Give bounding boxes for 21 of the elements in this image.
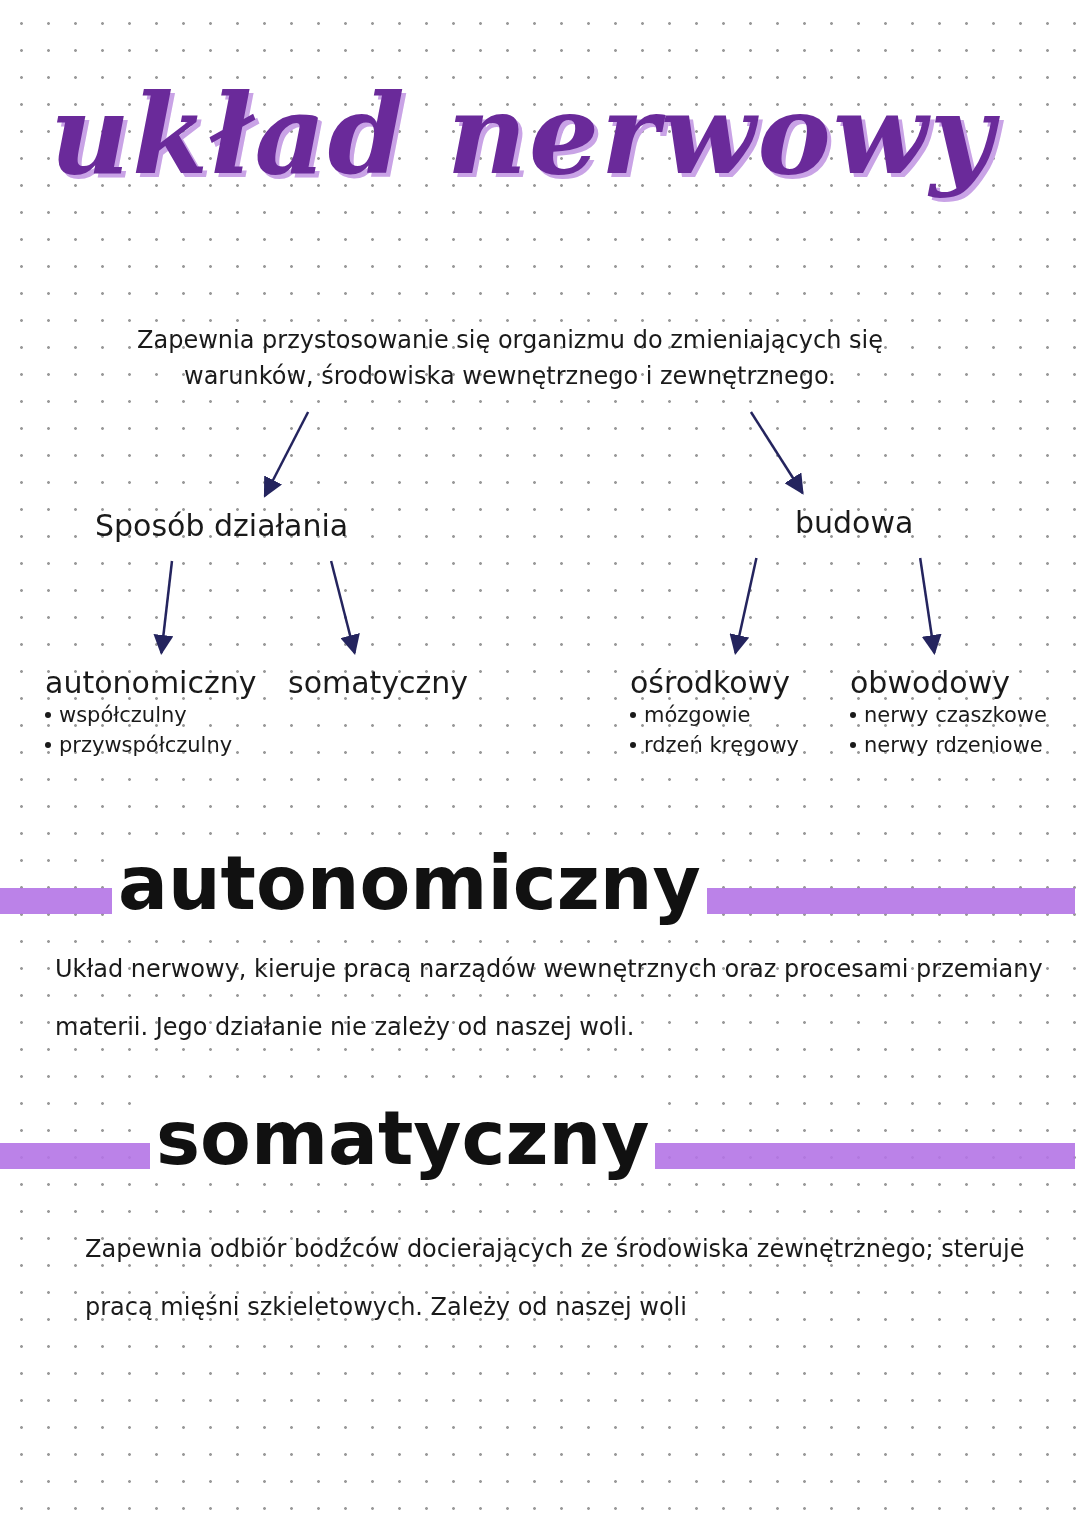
- paragraph-text: Zapewnia odbiór bodźców docierających ze środowiska zewnętrznego; steruje pracą mięśni szkieletowych. Zależy od naszej woli: [85, 1234, 1026, 1323]
- bullet-item: przywspółczulny: [45, 730, 257, 760]
- bullet-item: rdzeń kręgowy: [630, 730, 800, 760]
- arrow: [263, 411, 310, 498]
- arrow: [329, 560, 360, 655]
- category-label: autonomiczny: [45, 665, 257, 700]
- bullet-item: mózgowie: [630, 700, 800, 730]
- paragraph-text: Układ nerwowy, kieruje pracą narządów wewnętrznych oraz procesami przemiany materii. Jego działanie nie zależy od naszej woli.: [55, 954, 1044, 1043]
- category-label: somatyczny: [288, 665, 469, 700]
- bullet-item: współczulny: [45, 700, 257, 730]
- category-label: obwodowy: [850, 665, 1011, 700]
- category-label: ośrodkowy: [630, 665, 791, 700]
- category-label: Sposób działania: [95, 508, 349, 543]
- arrow: [918, 557, 942, 655]
- arrow: [749, 411, 804, 495]
- category-label: budowa: [795, 505, 914, 540]
- arrow: [729, 557, 758, 655]
- bullet-item: nerwy czaszkowe: [850, 700, 1047, 730]
- arrow: [153, 560, 174, 655]
- description-text: Zapewnia przystosowanie się organizmu do zmieniających się warunków, środowiska wewnętrznego i zewnętrznego.: [136, 325, 884, 392]
- bullet-item: nerwy rdzeniowe: [850, 730, 1047, 760]
